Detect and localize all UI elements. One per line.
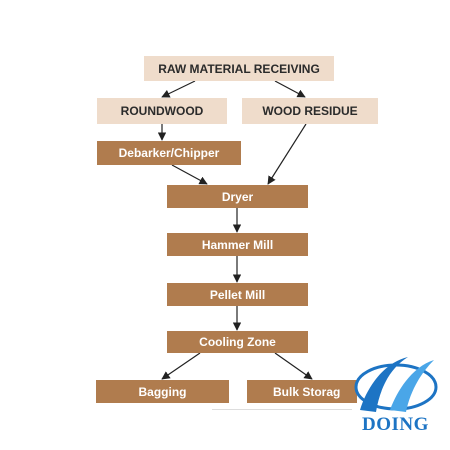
node-hammer-mill: Hammer Mill bbox=[167, 233, 308, 256]
arrow-debarker-to-dryer bbox=[171, 164, 208, 185]
arrow-raw-to-wood-residue bbox=[274, 80, 306, 98]
node-wood-residue: WOOD RESIDUE bbox=[242, 98, 378, 124]
node-cooling-zone: Cooling Zone bbox=[167, 331, 308, 353]
node-roundwood: ROUNDWOOD bbox=[97, 98, 227, 124]
arrow-wood-residue-to-dryer bbox=[267, 123, 307, 185]
node-debarker-chipper: Debarker/Chipper bbox=[97, 141, 241, 165]
node-bulk-storage: Bulk Storag bbox=[247, 380, 357, 403]
divider-line bbox=[212, 409, 352, 410]
doing-logo-icon bbox=[354, 357, 438, 412]
node-pellet-mill: Pellet Mill bbox=[167, 283, 308, 306]
arrow-cooling-zone-to-bulk-storage bbox=[274, 352, 313, 380]
arrow-cooling-zone-to-bagging bbox=[161, 352, 201, 380]
doing-logo-text: DOING bbox=[362, 414, 429, 435]
node-bagging: Bagging bbox=[96, 380, 229, 403]
node-raw-material-receiving: RAW MATERIAL RECEIVING bbox=[144, 56, 334, 81]
arrow-raw-to-roundwood bbox=[161, 80, 196, 98]
node-dryer: Dryer bbox=[167, 185, 308, 208]
